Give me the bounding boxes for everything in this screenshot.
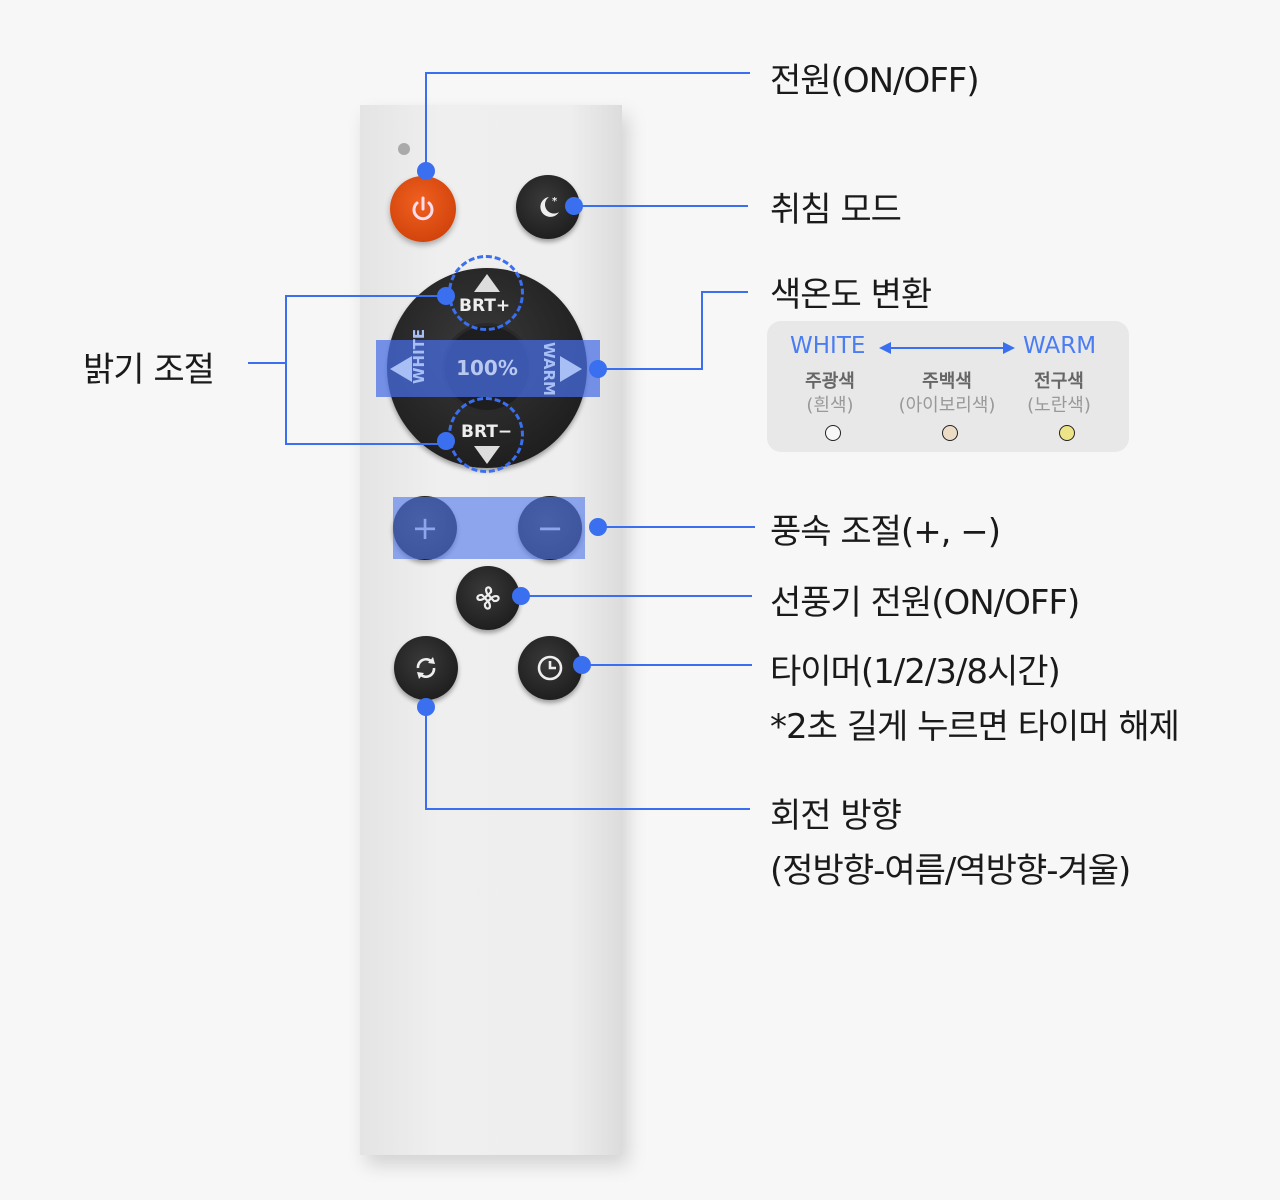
rotate-icon bbox=[416, 657, 436, 679]
power-icon bbox=[412, 196, 434, 221]
white-button[interactable]: WHITE bbox=[388, 329, 438, 397]
label-color-temp: 색온도 변환 bbox=[770, 275, 932, 315]
up-triangle-icon bbox=[474, 274, 500, 292]
callout-dot bbox=[512, 587, 530, 605]
right-arrow-icon bbox=[560, 356, 582, 382]
callout-dot bbox=[417, 698, 435, 716]
double-arrow-icon bbox=[879, 342, 1015, 354]
clock-icon bbox=[537, 655, 563, 681]
label-sleep: 취침 모드 bbox=[770, 190, 902, 230]
callout-dot bbox=[589, 360, 607, 378]
legend-item-name: 주백색 bbox=[922, 371, 972, 392]
left-arrow-icon bbox=[390, 356, 412, 382]
indicator-led bbox=[398, 143, 410, 155]
power-button[interactable] bbox=[390, 176, 456, 242]
rotation-button[interactable] bbox=[394, 636, 458, 700]
label-rotation-note: (정방향-여름/역방향-겨울) bbox=[770, 851, 1131, 891]
label-timer: 타이머(1/2/3/8시간) bbox=[770, 652, 1061, 692]
label-fan-power: 선풍기 전원(ON/OFF) bbox=[770, 583, 1080, 623]
label-fan-speed: 풍속 조절(+, −) bbox=[770, 512, 1001, 552]
label-timer-note: *2초 길게 누르면 타이머 해제 bbox=[770, 707, 1180, 747]
callout-dot bbox=[437, 287, 455, 305]
legend-item-name: 전구색 bbox=[1034, 371, 1084, 392]
swatch-warm bbox=[1059, 425, 1075, 441]
svg-text:*: * bbox=[552, 196, 558, 207]
fan-icon bbox=[476, 586, 500, 610]
down-triangle-icon bbox=[474, 446, 500, 464]
callout-dot bbox=[573, 656, 591, 674]
legend-item-sub: (아이보리색) bbox=[898, 395, 996, 416]
legend-item-sub: (흰색) bbox=[806, 395, 854, 416]
legend-warm: WARM bbox=[1023, 333, 1097, 359]
legend-item-name: 주광색 bbox=[805, 371, 855, 392]
fan-power-button[interactable] bbox=[456, 566, 520, 630]
callout-dot bbox=[437, 432, 455, 450]
timer-button[interactable] bbox=[518, 636, 582, 700]
center-display: 100% bbox=[456, 356, 518, 380]
label-brightness: 밝기 조절 bbox=[83, 350, 215, 390]
callout-dot bbox=[417, 162, 435, 180]
legend-white: WHITE bbox=[790, 333, 866, 359]
swatch-daylight bbox=[825, 425, 841, 441]
fan-speed-highlight bbox=[393, 497, 585, 559]
callout-dot bbox=[565, 197, 583, 215]
warm-button[interactable]: WARM bbox=[536, 340, 586, 397]
moon-icon: * bbox=[540, 196, 559, 217]
brt-plus-label: BRT+ bbox=[459, 296, 511, 316]
brt-minus-label: BRT− bbox=[461, 422, 513, 442]
legend-item-sub: (노란색) bbox=[1027, 395, 1091, 416]
label-power: 전원(ON/OFF) bbox=[770, 61, 980, 101]
label-rotation: 회전 방향 bbox=[770, 796, 902, 836]
color-temp-legend: WHITE WARM 주광색 (흰색) 주백색 (아이보리색) 전구색 (노란색… bbox=[767, 321, 1129, 452]
callout-dot bbox=[589, 518, 607, 536]
swatch-neutral bbox=[942, 425, 958, 441]
